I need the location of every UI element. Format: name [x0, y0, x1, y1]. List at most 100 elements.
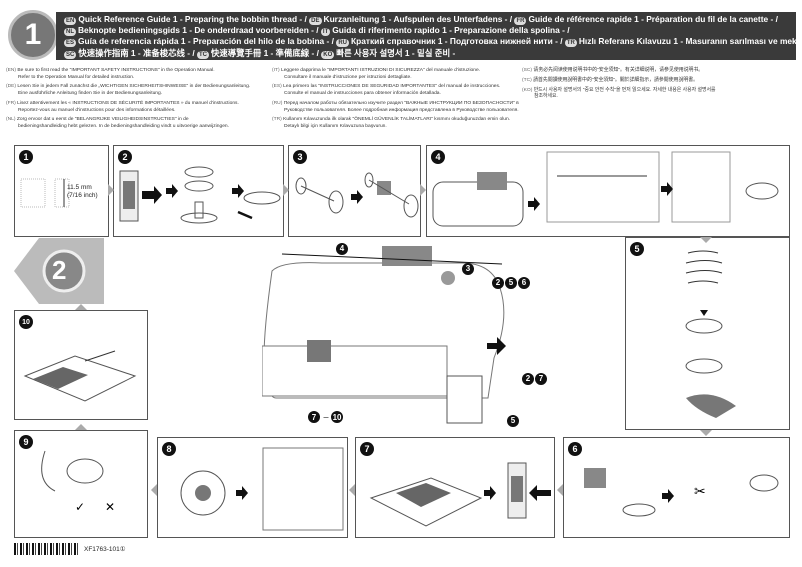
instructions-col-2: (IT) Leggere dapprima le "IMPORTANTI IST… — [272, 68, 522, 134]
instruction-line-2: Eine ausführliche Anleitung finden Sie i… — [18, 91, 163, 97]
instructions-col-3: (SC) 请务必先阅读使用说明书中的"安全须知"。有关详细说明，请参见使用说明书… — [522, 68, 797, 104]
step-5-panel: 5 — [625, 237, 790, 430]
callout-badge: 5 — [507, 414, 519, 427]
bobbin-dimension: 11.5 mm(7/16 inch) — [67, 184, 98, 200]
instructions-col-1: (EN) Be sure to first read the "IMPORTAN… — [6, 68, 268, 134]
header-title-text: Kurzanleitung 1 - Aufspulen des Unterfad… — [323, 14, 513, 24]
step-10-panel: 10 — [14, 310, 148, 420]
safety-instruction: (SC) 请务必先阅读使用说明书中的"安全须知"。有关详细说明，请参见使用说明书… — [522, 68, 797, 75]
header-title-text: Guide de référence rapide 1 - Préparatio… — [528, 14, 778, 24]
flow-arrow — [420, 184, 426, 196]
step-9-panel: 9 ✓✕ — [14, 430, 148, 538]
step-6-panel: 6 ✂ — [563, 437, 790, 538]
header-title-text: 快速導覽手冊 1 - 準備底線 - / — [211, 47, 319, 58]
flow-arrow — [557, 484, 563, 496]
safety-instruction: (DE) Lesen Sie in jedem Fall zunächst di… — [6, 84, 268, 97]
barcode — [14, 543, 78, 555]
instruction-line-2: Руководстве пользователя. Более подробна… — [284, 107, 519, 113]
instruction-line-1: Zorg ervoor dat u eerst de "BELANGRIJKE … — [16, 117, 189, 123]
header-title-text: Guida di riferimento rapido 1 - Preparaz… — [332, 25, 570, 36]
language-code: (FR) — [6, 100, 16, 106]
instruction-line-2: Consultare il manuale d'istruzione per i… — [284, 74, 412, 80]
callout-badge: 7 — [308, 411, 320, 423]
step-3-panel: 3 — [288, 145, 421, 237]
language-code: (RU) — [272, 100, 283, 106]
step-number: 1 — [19, 150, 33, 164]
step-2-panel: 2 — [113, 145, 284, 237]
callout-badge: 4 — [336, 242, 348, 255]
language-badge: NL — [64, 28, 76, 37]
language-badge: EN — [64, 17, 77, 25]
step-number: 4 — [431, 150, 445, 164]
step-number: 5 — [630, 242, 644, 256]
language-badge: SC — [64, 50, 77, 59]
svg-text:✓: ✓ — [75, 500, 85, 514]
language-badge: TR — [564, 39, 577, 48]
step-7-panel: 7 — [355, 437, 555, 538]
svg-text:✂: ✂ — [694, 483, 706, 499]
flow-arrow — [349, 484, 355, 496]
language-code: (IT) — [272, 68, 280, 73]
step-number: 2 — [118, 150, 132, 164]
step-1-panel: 1 11.5 mm(7/16 inch) — [14, 145, 109, 237]
dimension-inch: (7/16 inch) — [67, 192, 98, 199]
callout-badge: 3 — [462, 262, 474, 275]
document-code: XF1763-101① — [84, 545, 126, 553]
callout-badge: 2 — [492, 276, 504, 289]
safety-instruction: (FR) Lisez attentivement les « INSTRUCTI… — [6, 101, 268, 114]
callout-4: 4 — [336, 238, 349, 256]
instruction-line-2: 참조하세요. — [534, 94, 558, 100]
instruction-line-1: Перед началом работы обязательно изучите… — [283, 100, 519, 106]
step-number: 7 — [360, 442, 374, 456]
callout-badge: 6 — [518, 276, 530, 289]
flow-arrow — [75, 304, 87, 310]
language-code: (TR) — [272, 117, 282, 123]
language-code: (ES) — [272, 84, 282, 90]
instruction-line-1: 请务必先阅读使用说明书中的"安全须知"。有关详细说明，请参见使用说明书。 — [533, 68, 704, 73]
callout-badge: 5 — [505, 276, 517, 289]
code-text: XF1763-101 — [84, 546, 120, 553]
instruction-line-1: Leggere dapprima le "IMPORTANTI ISTRUZIO… — [280, 68, 481, 73]
step-8-panel: 8 — [157, 437, 348, 538]
header-title-text: Краткий справочник 1 - Подготовка нижней… — [351, 36, 563, 47]
header-title-text: Hızlı Referans Kılavuzu 1 - Masuranın sa… — [578, 36, 796, 47]
callout-badge: 10 — [331, 411, 344, 423]
instruction-line-1: Lesen Sie in jedem Fall zunächst die „WI… — [17, 84, 251, 90]
svg-text:✕: ✕ — [105, 500, 115, 514]
language-code: (NL) — [6, 117, 16, 123]
language-badge: FR — [514, 17, 527, 25]
flow-arrow — [283, 184, 289, 196]
flow-arrow — [700, 430, 712, 436]
instruction-line-2: Consulte el manual de instrucciones para… — [284, 91, 441, 97]
section-number: 2 — [52, 255, 67, 285]
safety-instruction: (ES) Lea primero las "INSTRUCCIONES DE S… — [272, 84, 522, 97]
language-badge: KO — [321, 50, 335, 59]
step-number: 8 — [162, 442, 176, 456]
safety-instruction: (IT) Leggere dapprima le "IMPORTANTI IST… — [272, 68, 522, 81]
step-number: 6 — [568, 442, 582, 456]
step-4-panel: 4 — [426, 145, 790, 237]
language-code: (KO) — [522, 87, 533, 93]
instruction-line-1: Lisez attentivement les « INSTRUCTIONS D… — [17, 100, 239, 106]
callout-badge: 7 — [535, 372, 547, 385]
flow-arrow — [151, 484, 157, 496]
instruction-line-2: Reportez-vous au manuel d'instructions p… — [18, 107, 176, 113]
safety-instruction: (EN) Be sure to first read the "IMPORTAN… — [6, 68, 268, 81]
safety-instruction: (TC) 請首先閱讀使用說明書中的"安全須知"。關於詳細指示，請參閱使用說明書。 — [522, 78, 797, 85]
instruction-line-1: 반드시 사용자 설명서의 "중요 안전 수칙"을 먼저 읽으세요. 자세한 내용… — [533, 87, 716, 93]
language-code: (DE) — [6, 84, 17, 90]
language-badge: IT — [320, 28, 331, 37]
instruction-line-1: Lea primero las "INSTRUCCIONES DE SEGURI… — [283, 84, 501, 90]
instruction-line-2: Refer to the Operation Manual for detail… — [18, 74, 135, 80]
revision-mark: ① — [119, 546, 126, 553]
callout-dash: – — [323, 411, 329, 422]
safety-instruction: (NL) Zorg ervoor dat u eerst de "BELANGR… — [6, 117, 268, 130]
language-badge: DE — [309, 17, 322, 25]
